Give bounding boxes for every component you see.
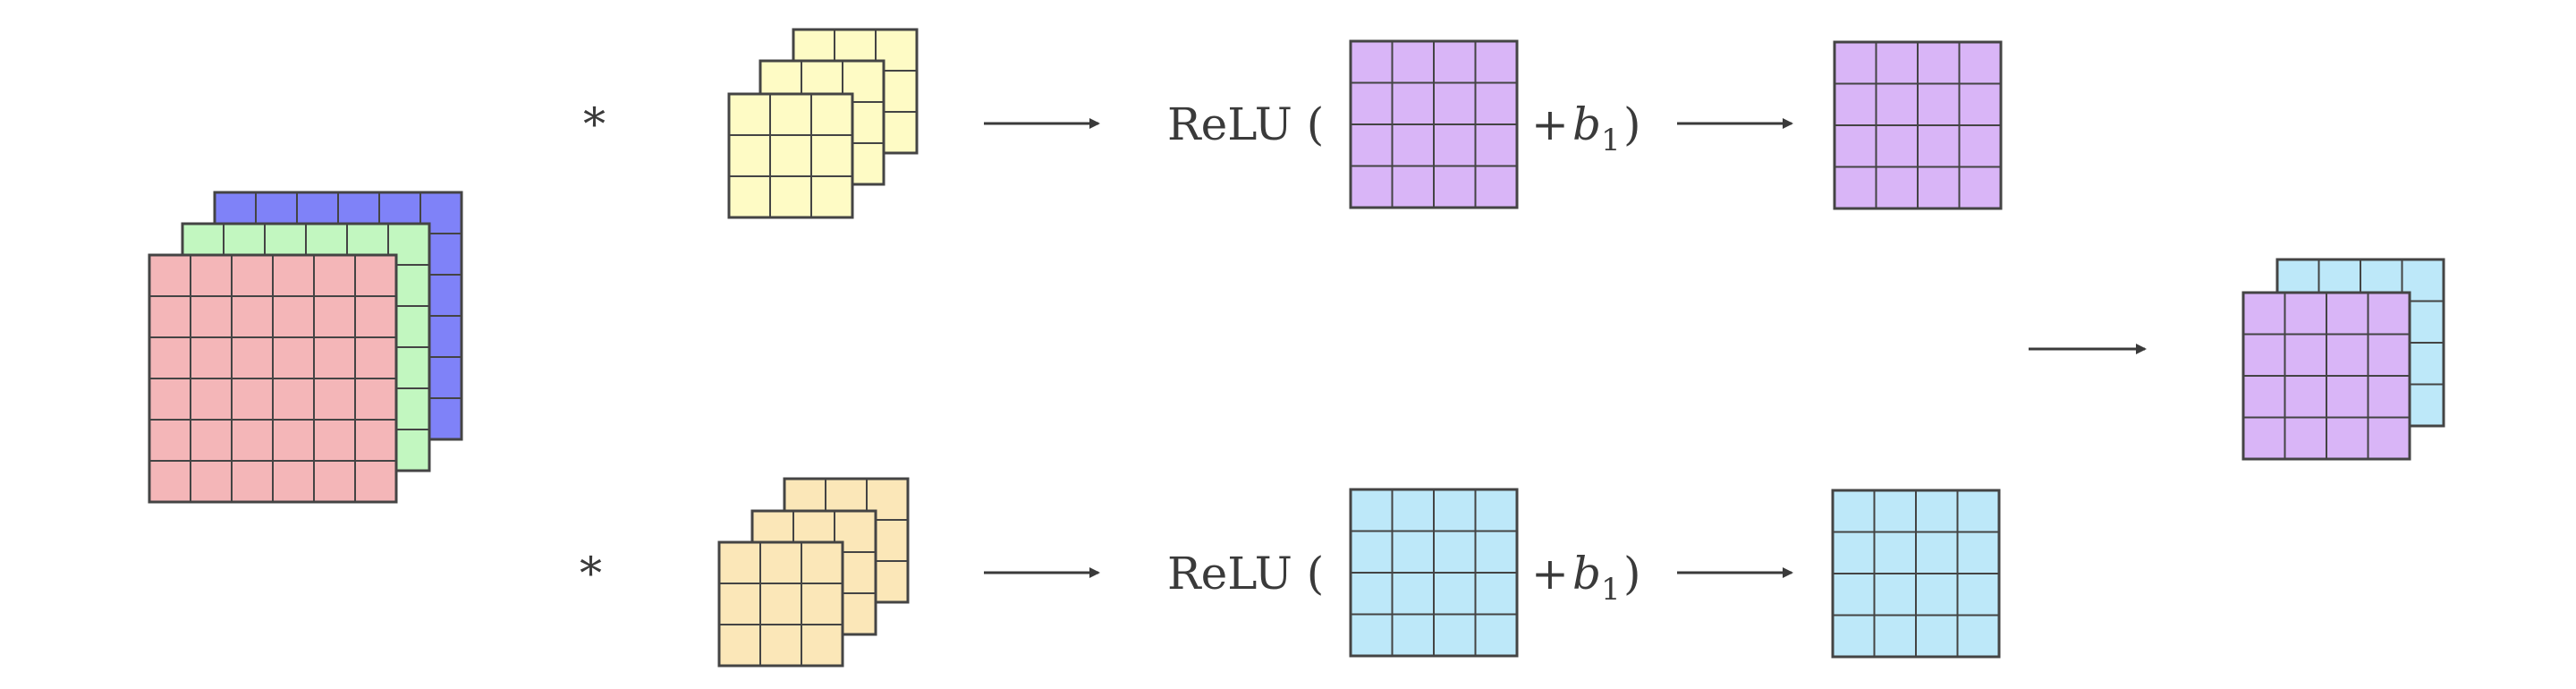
bias-term-top: b1 bbox=[1572, 98, 1621, 158]
input-channel-red bbox=[148, 253, 398, 504]
conv-output-bottom bbox=[1349, 488, 1519, 658]
relu-label-top: ReLU ( bbox=[1167, 98, 1325, 150]
output-channel-purple bbox=[2241, 291, 2411, 461]
bias-variable-bottom: b bbox=[1572, 548, 1602, 600]
plus-sign-bottom: + bbox=[1531, 548, 1569, 600]
bias-subscript-bottom: 1 bbox=[1601, 572, 1621, 608]
bias-subscript-top: 1 bbox=[1601, 123, 1621, 158]
bias-variable-top: b bbox=[1572, 98, 1602, 150]
conv-output-top bbox=[1349, 39, 1519, 209]
convolution-operator-bottom: * bbox=[580, 548, 602, 600]
kernel-1-layer-1 bbox=[727, 92, 854, 219]
bias-term-bottom: b1 bbox=[1572, 548, 1621, 608]
activation-map-top bbox=[1833, 40, 2003, 210]
kernel-2-layer-1 bbox=[717, 540, 844, 668]
close-paren-top: ) bbox=[1623, 98, 1641, 150]
activation-map-bottom bbox=[1831, 489, 2001, 659]
close-paren-bottom: ) bbox=[1623, 548, 1641, 600]
relu-label-bottom: ReLU ( bbox=[1167, 548, 1325, 600]
plus-sign-top: + bbox=[1531, 98, 1569, 150]
convolution-operator-top: * bbox=[583, 98, 606, 150]
